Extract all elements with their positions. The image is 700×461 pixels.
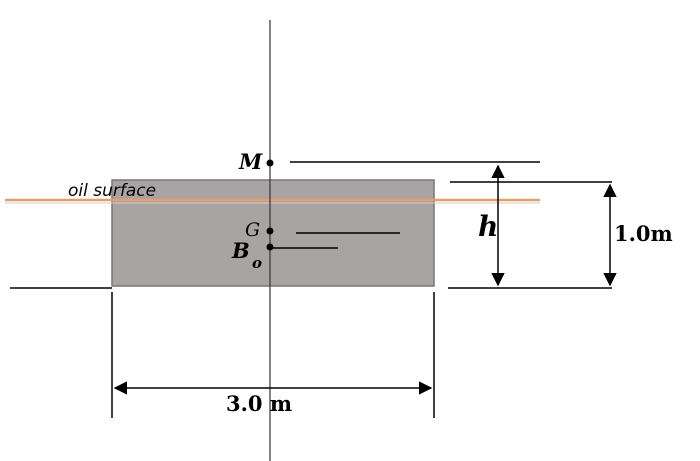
buoyancy-label: B — [231, 238, 250, 263]
metacenter-label: M — [238, 149, 263, 174]
block-width-label: 3.0 m — [226, 391, 292, 416]
oil-surface-label: oil surface — [68, 181, 156, 201]
buoyancy-subscript: o — [252, 254, 262, 272]
buoyancy-point — [266, 243, 274, 251]
gravity-point — [266, 227, 274, 235]
h-label: h — [478, 210, 498, 243]
block-height-label: 1.0m — [614, 221, 673, 246]
gravity-label: G — [245, 219, 260, 241]
metacenter-point — [266, 159, 274, 167]
